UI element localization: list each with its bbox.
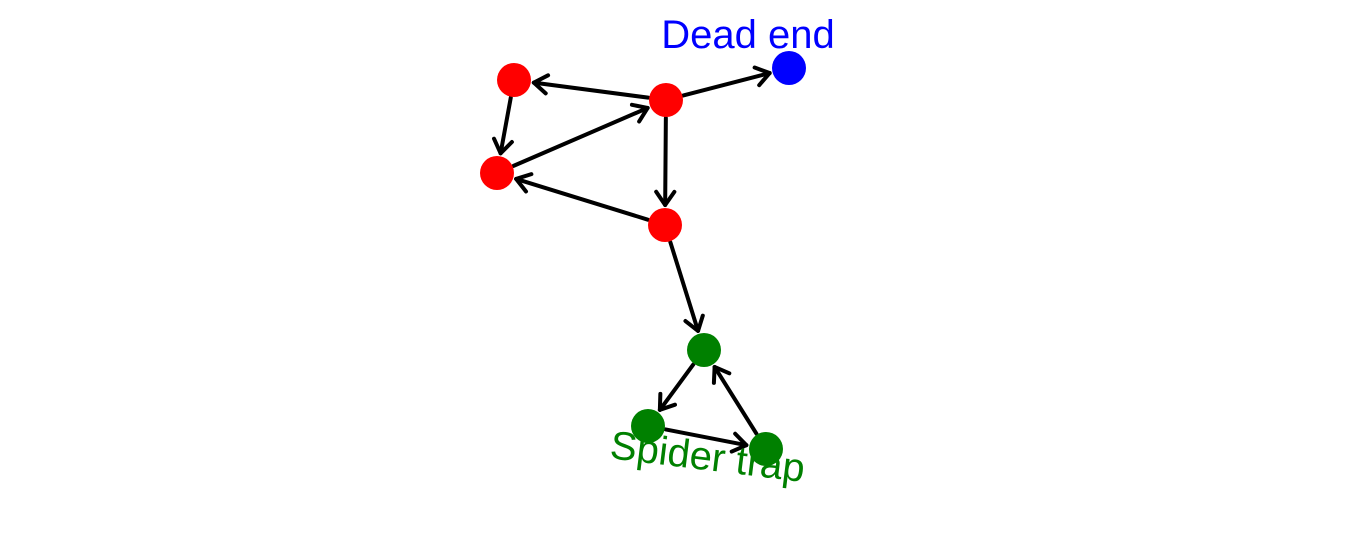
dead-end-label: Dead end — [661, 13, 834, 57]
node-n2 — [649, 83, 683, 117]
node-dead-end — [772, 51, 806, 85]
node-n3 — [480, 156, 514, 190]
edge-s3-to-s1 — [711, 364, 759, 436]
node-s2 — [631, 409, 665, 443]
node-n4 — [648, 208, 682, 242]
edge-n2-to-n1 — [531, 73, 651, 100]
node-s1 — [687, 333, 721, 367]
edge-n2-to-dead_end — [681, 65, 772, 98]
spider-trap-label: Spider trap — [608, 423, 808, 491]
edge-n1-to-n3 — [492, 95, 514, 156]
edge-s2-to-s3 — [663, 427, 749, 454]
edges-layer — [492, 65, 772, 454]
edge-n4-to-s1 — [668, 240, 705, 333]
edge-n2-to-n4 — [654, 115, 677, 208]
edge-s1-to-s2 — [657, 362, 696, 412]
edge-n3-to-n2 — [511, 102, 650, 168]
node-s3 — [749, 432, 783, 466]
node-n1 — [497, 63, 531, 97]
edge-n4-to-n3 — [514, 172, 650, 222]
nodes-layer — [480, 51, 806, 466]
